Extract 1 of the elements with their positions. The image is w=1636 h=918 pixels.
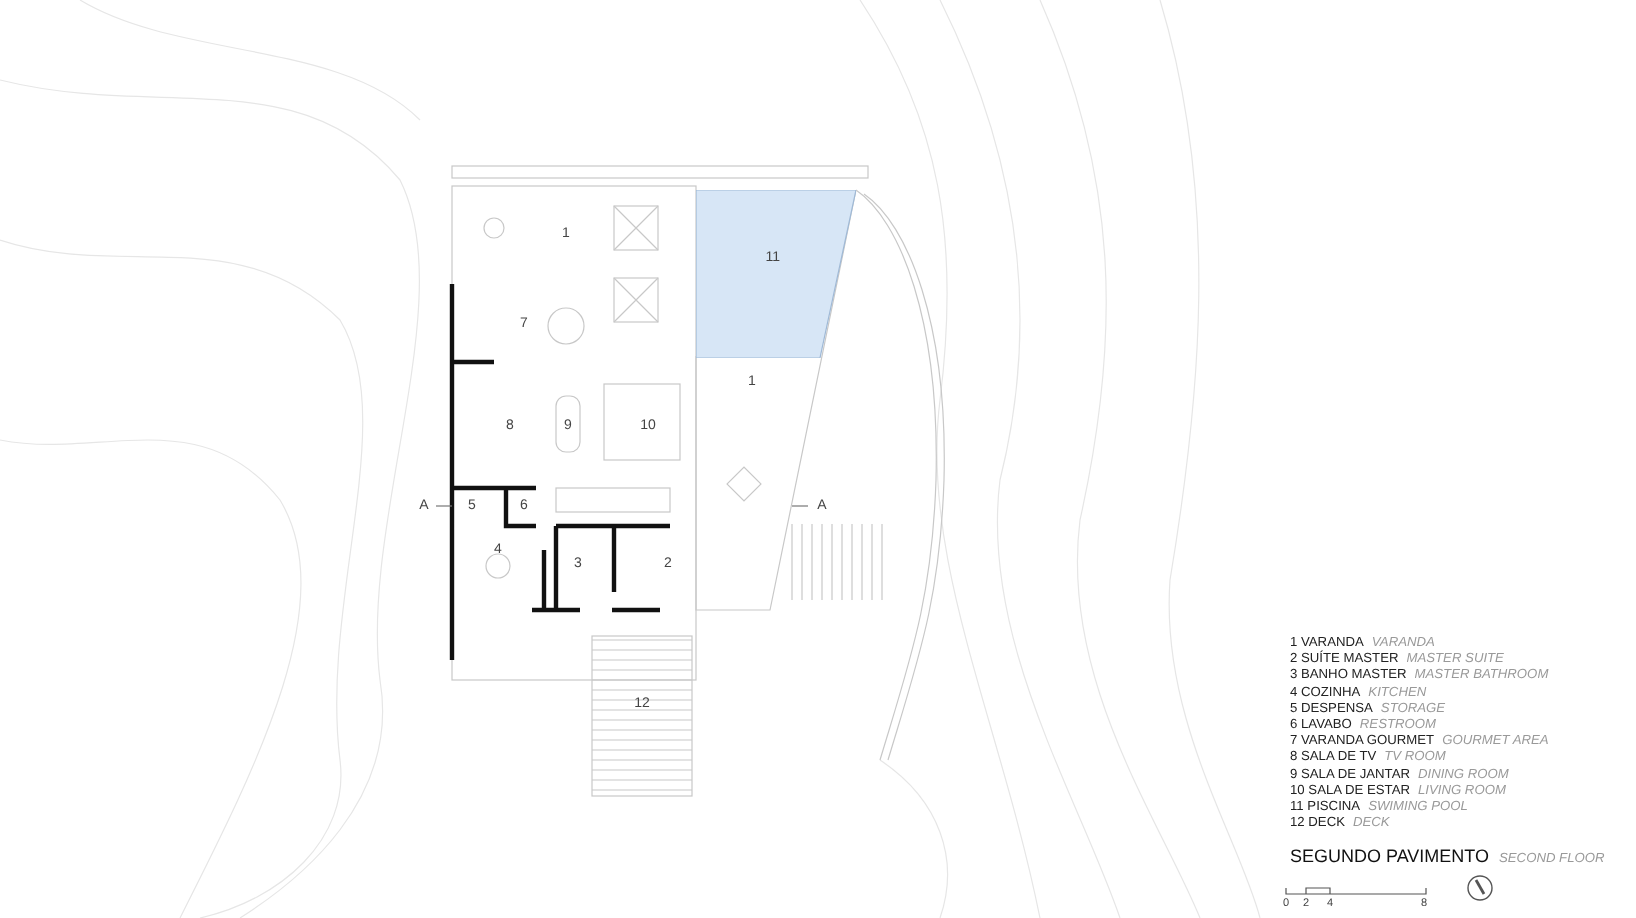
plan-title: SEGUNDO PAVIMENTO [1290,848,1490,866]
